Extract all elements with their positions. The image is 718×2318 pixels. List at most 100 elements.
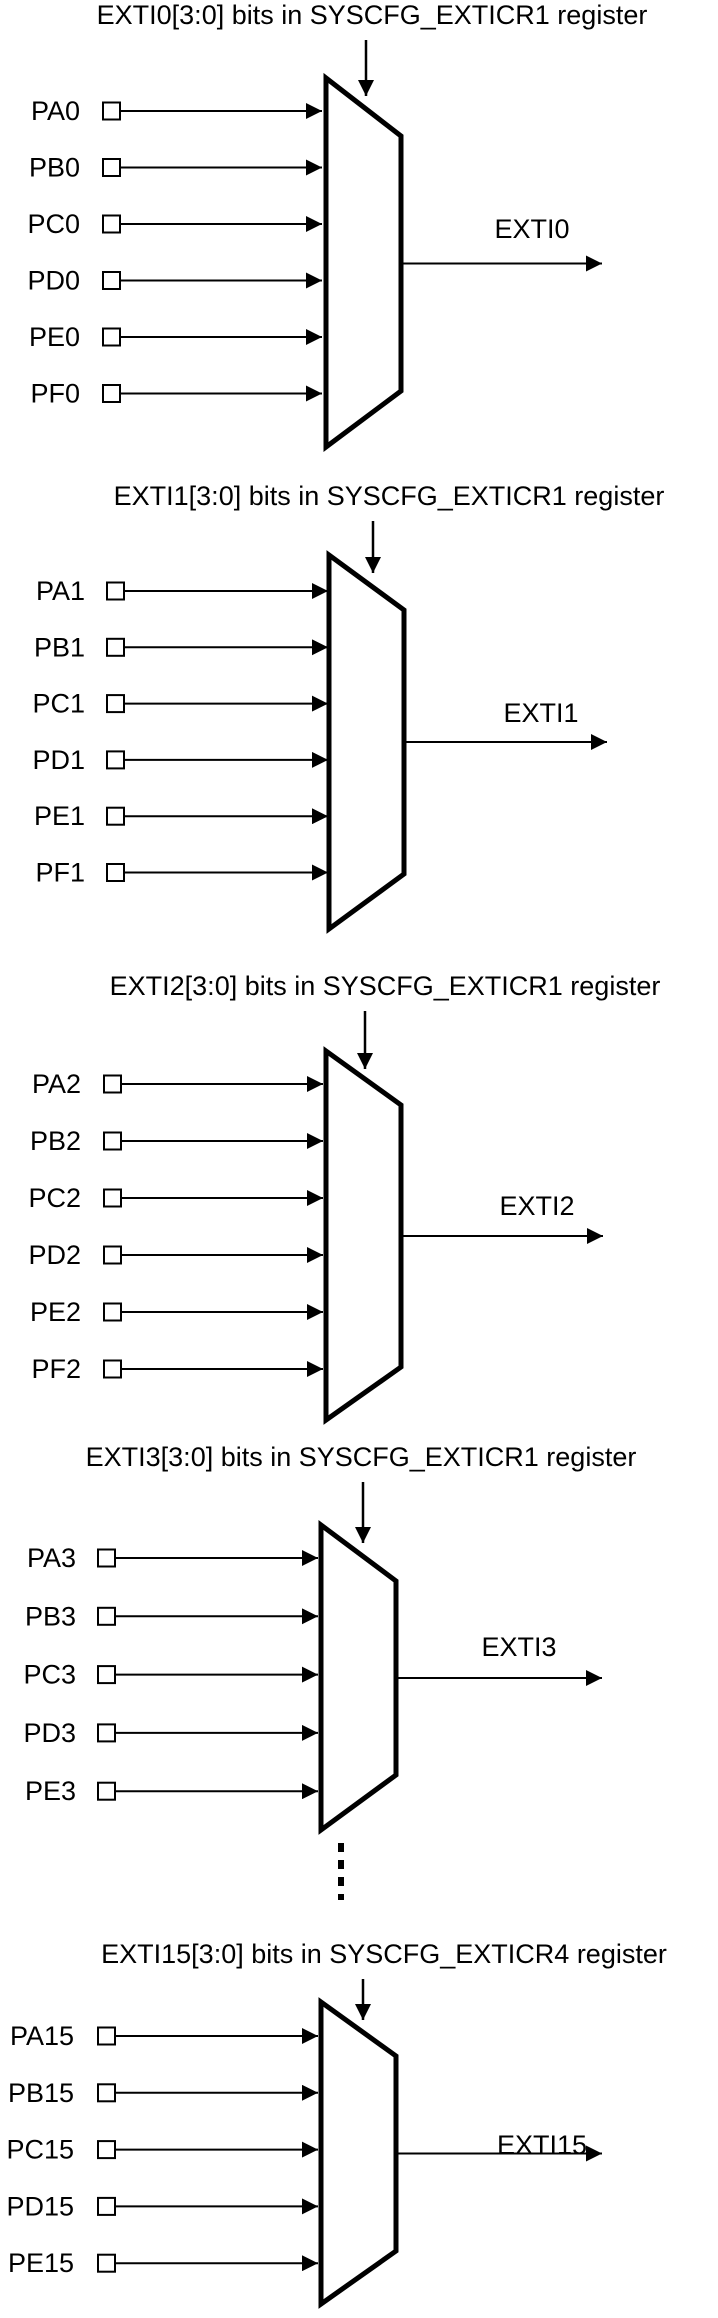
input-label: PE15 (8, 2248, 74, 2278)
input-label: PC0 (27, 209, 80, 239)
input-label: PA3 (27, 1543, 76, 1573)
input-pd1: PD1 (32, 745, 328, 775)
input-pa1: PA1 (36, 576, 328, 606)
multiplexer (323, 72, 404, 452)
pin-box (102, 101, 121, 121)
pin-box (97, 1606, 116, 1626)
output-label: EXTI15 (497, 2130, 587, 2160)
input-label: PD15 (6, 2191, 74, 2221)
multiplexer (318, 1997, 399, 2309)
input-label: PB0 (29, 153, 80, 183)
input-pf1: PF1 (35, 858, 328, 888)
block-title: EXTI15[3:0] bits in SYSCFG_EXTICR4 regis… (101, 1939, 667, 1969)
pin-box (97, 2083, 116, 2103)
input-label: PE0 (29, 322, 80, 352)
input-pc15: PC15 (6, 2135, 318, 2165)
input-pd15: PD15 (6, 2191, 318, 2221)
input-label: PB3 (25, 1601, 76, 1631)
multiplexer (318, 1520, 399, 1835)
input-pb15: PB15 (8, 2078, 318, 2108)
multiplexer (326, 550, 407, 934)
input-pe15: PE15 (8, 2248, 318, 2278)
pin-box (106, 637, 125, 657)
input-pc3: PC3 (23, 1660, 318, 1690)
pin-box (103, 1188, 122, 1208)
input-pd3: PD3 (23, 1718, 318, 1748)
pin-box (106, 750, 125, 770)
input-label: PD1 (32, 745, 85, 775)
input-pd0: PD0 (27, 266, 322, 296)
pin-box (97, 2026, 116, 2046)
exti-exti15-block: EXTI15[3:0] bits in SYSCFG_EXTICR4 regis… (6, 1939, 667, 2309)
input-label: PA2 (32, 1069, 81, 1099)
input-pc2: PC2 (28, 1183, 323, 1213)
input-label: PC3 (23, 1660, 76, 1690)
pin-box (106, 581, 125, 601)
input-pf0: PF0 (30, 379, 322, 409)
input-label: PF1 (35, 858, 85, 888)
exti-exti3-block: EXTI3[3:0] bits in SYSCFG_EXTICR1 regist… (23, 1442, 637, 1835)
input-label: PF2 (31, 1354, 81, 1384)
input-label: PA1 (36, 576, 85, 606)
output-label: EXTI0 (494, 214, 569, 244)
input-label: PB2 (30, 1126, 81, 1156)
block-title: EXTI0[3:0] bits in SYSCFG_EXTICR1 regist… (97, 0, 648, 30)
pin-box (103, 1131, 122, 1151)
pin-box (103, 1074, 122, 1094)
pin-box (97, 1723, 116, 1743)
input-pb1: PB1 (34, 632, 328, 662)
input-label: PB15 (8, 2078, 74, 2108)
input-pb2: PB2 (30, 1126, 323, 1156)
input-pe2: PE2 (30, 1297, 323, 1327)
input-label: PB1 (34, 632, 85, 662)
pin-box (103, 1359, 122, 1379)
pin-box (102, 384, 121, 403)
input-pe1: PE1 (34, 801, 328, 831)
input-pc0: PC0 (27, 209, 322, 239)
pin-box (103, 1302, 122, 1322)
pin-box (97, 2196, 116, 2216)
exti-exti0-block: EXTI0[3:0] bits in SYSCFG_EXTICR1 regist… (27, 0, 648, 452)
input-label: PD3 (23, 1718, 76, 1748)
output-label: EXTI2 (499, 1191, 574, 1221)
input-pf2: PF2 (31, 1354, 323, 1384)
pin-box (97, 1781, 116, 1801)
pin-box (102, 327, 121, 347)
pin-box (106, 694, 125, 714)
input-pd2: PD2 (28, 1240, 323, 1270)
block-title: EXTI3[3:0] bits in SYSCFG_EXTICR1 regist… (86, 1442, 637, 1472)
block-title: EXTI1[3:0] bits in SYSCFG_EXTICR1 regist… (114, 481, 665, 511)
block-title: EXTI2[3:0] bits in SYSCFG_EXTICR1 regist… (110, 971, 661, 1001)
pin-box (97, 2140, 116, 2160)
pin-box (103, 1245, 122, 1265)
input-label: PA15 (10, 2021, 74, 2051)
pin-box (102, 158, 121, 177)
input-pa2: PA2 (32, 1069, 323, 1099)
output-label: EXTI1 (503, 698, 578, 728)
pin-box (102, 214, 121, 234)
input-label: PD0 (27, 266, 80, 296)
input-pa15: PA15 (10, 2021, 318, 2051)
multiplexer (323, 1046, 404, 1425)
input-label: PF0 (30, 379, 80, 409)
input-label: PE2 (30, 1297, 81, 1327)
input-pa3: PA3 (27, 1543, 318, 1573)
exti-exti2-block: EXTI2[3:0] bits in SYSCFG_EXTICR1 regist… (28, 971, 661, 1425)
input-label: PC15 (6, 2135, 74, 2165)
input-label: PC2 (28, 1183, 81, 1213)
input-pb0: PB0 (29, 153, 322, 183)
input-label: PC1 (32, 689, 85, 719)
input-pe0: PE0 (29, 322, 322, 352)
pin-box (97, 1548, 116, 1568)
pin-box (97, 2253, 116, 2273)
input-label: PD2 (28, 1240, 81, 1270)
pin-box (106, 863, 125, 882)
pin-box (106, 806, 125, 826)
input-label: PE1 (34, 801, 85, 831)
pin-box (102, 271, 121, 290)
pin-box (97, 1665, 116, 1685)
output-label: EXTI3 (481, 1632, 556, 1662)
exti-exti1-block: EXTI1[3:0] bits in SYSCFG_EXTICR1 regist… (32, 481, 665, 934)
input-label: PE3 (25, 1776, 76, 1806)
